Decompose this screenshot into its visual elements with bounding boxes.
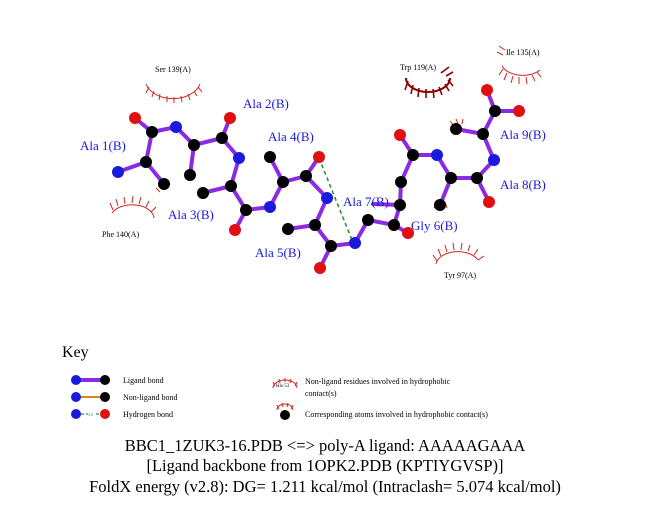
contact-labels: Ser 139(A) Trp 119(A) Ile 135(A) Phe 140… bbox=[102, 48, 540, 280]
caption: BBC1_1ZUK3-16.PDB <=> poly-A ligand: AAA… bbox=[89, 436, 561, 496]
legend-nonligand-residue: His 53 Non-ligand residues involved in h… bbox=[272, 377, 451, 398]
label-ala4: Ala 4(B) bbox=[268, 129, 314, 144]
label-ala1: Ala 1(B) bbox=[80, 138, 126, 153]
label-ala3: Ala 3(B) bbox=[168, 207, 214, 222]
legend-hbond-length: 3.0 bbox=[88, 412, 93, 417]
residue-labels: Ala 1(B) Ala 2(B) Ala 3(B) Ala 4(B) Ala … bbox=[80, 96, 546, 260]
legend-nonligand-bond-label: Non-ligand bond bbox=[123, 393, 177, 402]
hydrophobic-contacts bbox=[109, 45, 542, 265]
ligand-bonds bbox=[116, 88, 521, 270]
label-ala2: Ala 2(B) bbox=[243, 96, 289, 111]
label-ile135: Ile 135(A) bbox=[506, 48, 540, 57]
key-title: Key bbox=[62, 344, 89, 361]
caption-line1: BBC1_1ZUK3-16.PDB <=> poly-A ligand: AAA… bbox=[125, 436, 526, 455]
contact-ser139-arc bbox=[145, 83, 203, 103]
legend-nonligand-residue-label1: Non-ligand residues involved in hydropho… bbox=[305, 377, 451, 386]
caption-line2: [Ligand backbone from 1OPK2.PDB (KPTIYGV… bbox=[146, 456, 503, 475]
label-ala9: Ala 9(B) bbox=[500, 127, 546, 142]
legend-ligand-bond-label: Ligand bond bbox=[123, 376, 164, 385]
label-ser139: Ser 139(A) bbox=[155, 65, 191, 74]
label-trp119: Trp 119(A) bbox=[400, 63, 436, 72]
label-ala5: Ala 5(B) bbox=[255, 245, 301, 260]
legend-hydrogen-bond: 3.0 Hydrogen bond bbox=[71, 409, 173, 419]
contact-tyr97-arc bbox=[432, 242, 485, 265]
legend-sample-residue: His 53 bbox=[276, 384, 290, 389]
hydrogen-bond bbox=[318, 157, 353, 241]
legend: Key Ligand bond Non-ligand bond 3.0 Hydr… bbox=[62, 344, 488, 420]
legend-nonligand-residue-label2: contact(s) bbox=[305, 389, 337, 398]
label-ala7: Ala 7(B) bbox=[343, 194, 389, 209]
legend-hydrogen-bond-label: Hydrogen bond bbox=[123, 410, 173, 419]
label-gly6: Gly 6(B) bbox=[411, 218, 458, 233]
legend-nonligand-bond: Non-ligand bond bbox=[71, 392, 177, 402]
atoms bbox=[112, 84, 525, 274]
label-tyr97: Tyr 97(A) bbox=[444, 271, 476, 280]
legend-ligand-bond: Ligand bond bbox=[71, 375, 164, 385]
contact-trp119-arc bbox=[404, 66, 454, 99]
caption-line3: FoldX energy (v2.8): DG= 1.211 kcal/mol … bbox=[89, 477, 561, 496]
contact-ile135-arc bbox=[496, 45, 542, 85]
legend-corresponding-atoms: Corresponding atoms involved in hydropho… bbox=[276, 402, 488, 420]
contact-phe140-arc bbox=[109, 195, 157, 219]
label-ala8: Ala 8(B) bbox=[500, 177, 546, 192]
legend-corresponding-atoms-label: Corresponding atoms involved in hydropho… bbox=[305, 410, 488, 419]
label-phe140: Phe 140(A) bbox=[102, 230, 139, 239]
